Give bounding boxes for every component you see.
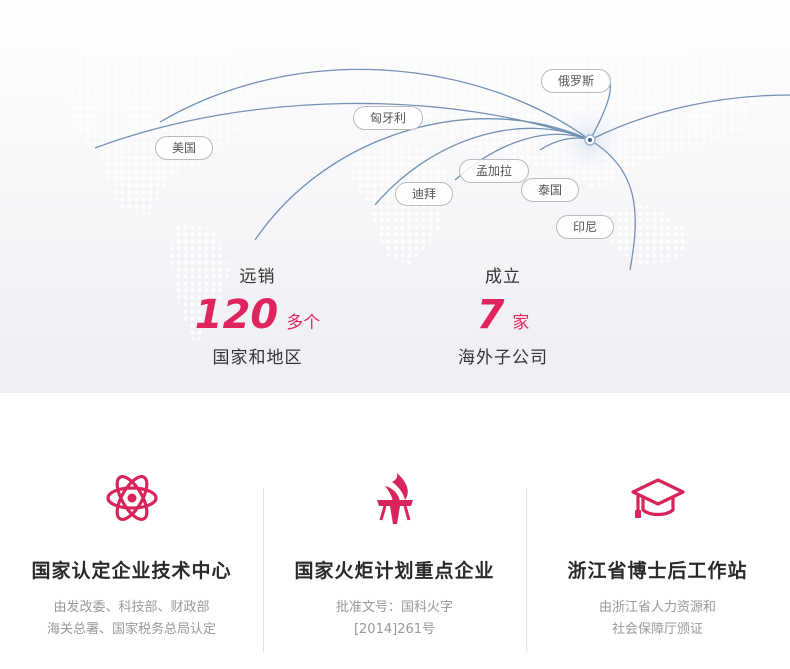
country-tag-usa: 美国	[155, 136, 214, 160]
stat-subsidiaries: 成立 7 家 海外子公司	[428, 262, 578, 368]
stat-subsidiaries-number: 7	[476, 292, 505, 338]
country-tag-dubai: 迪拜	[395, 182, 454, 206]
stat-export-number: 120	[194, 292, 279, 338]
card-torch-program-desc-line2: [2014]261号	[353, 622, 436, 637]
stat-export-label: 远销	[239, 267, 276, 287]
country-tag-thailand: 泰国	[521, 178, 580, 202]
stat-export-unit: 多个	[286, 313, 321, 333]
stat-export-desc: 国家和地区	[212, 348, 303, 368]
card-tech-center-desc: 由发改委、科技部、财政部 海关总署、国家税务总局认定	[0, 597, 263, 641]
card-tech-center-desc-line2: 海关总署、国家税务总局认定	[46, 622, 216, 637]
country-tag-bangladesh: 孟加拉	[459, 159, 530, 183]
card-torch-program-title: 国家火炬计划重点企业	[294, 560, 495, 582]
card-torch-program: 国家火炬计划重点企业 批准文号：国科火字 [2014]261号	[263, 430, 526, 669]
country-tag-hungary: 匈牙利	[353, 106, 424, 130]
card-tech-center-desc-line1: 由发改委、科技部、财政部	[53, 600, 210, 615]
card-torch-program-desc-line1: 批准文号：国科火字	[335, 600, 453, 615]
card-tech-center: 国家认定企业技术中心 由发改委、科技部、财政部 海关总署、国家税务总局认定	[0, 430, 263, 669]
card-postdoc-station: 浙江省博士后工作站 由浙江省人力资源和 社会保障厅颁证	[526, 430, 789, 669]
stat-subsidiaries-unit: 家	[512, 313, 530, 333]
country-tag-russia: 俄罗斯	[541, 69, 612, 93]
stat-subsidiaries-desc: 海外子公司	[458, 348, 548, 368]
atom-icon	[105, 475, 158, 521]
stat-export: 远销 120 多个 国家和地区	[180, 262, 335, 368]
stat-subsidiaries-label: 成立	[485, 267, 521, 287]
card-postdoc-station-desc: 由浙江省人力资源和 社会保障厅颁证	[526, 597, 789, 641]
torch-icon	[376, 473, 413, 524]
card-postdoc-station-title: 浙江省博士后工作站	[567, 560, 748, 582]
global-presence-panel: 俄罗斯 匈牙利 美国 孟加拉 迪拜 泰国 印尼 远销 120 多个 国家和地区 …	[0, 0, 790, 393]
card-postdoc-station-desc-line1: 由浙江省人力资源和	[598, 600, 716, 615]
country-tag-indonesia: 印尼	[556, 215, 615, 239]
graduation-cap-icon	[630, 478, 685, 518]
route-arcs	[94, 68, 790, 271]
qualification-cards: 国家认定企业技术中心 由发改委、科技部、财政部 海关总署、国家税务总局认定 国家…	[0, 430, 790, 669]
card-torch-program-desc: 批准文号：国科火字 [2014]261号	[263, 597, 526, 641]
card-tech-center-title: 国家认定企业技术中心	[31, 560, 232, 582]
card-postdoc-station-desc-line2: 社会保障厅颁证	[611, 622, 703, 637]
